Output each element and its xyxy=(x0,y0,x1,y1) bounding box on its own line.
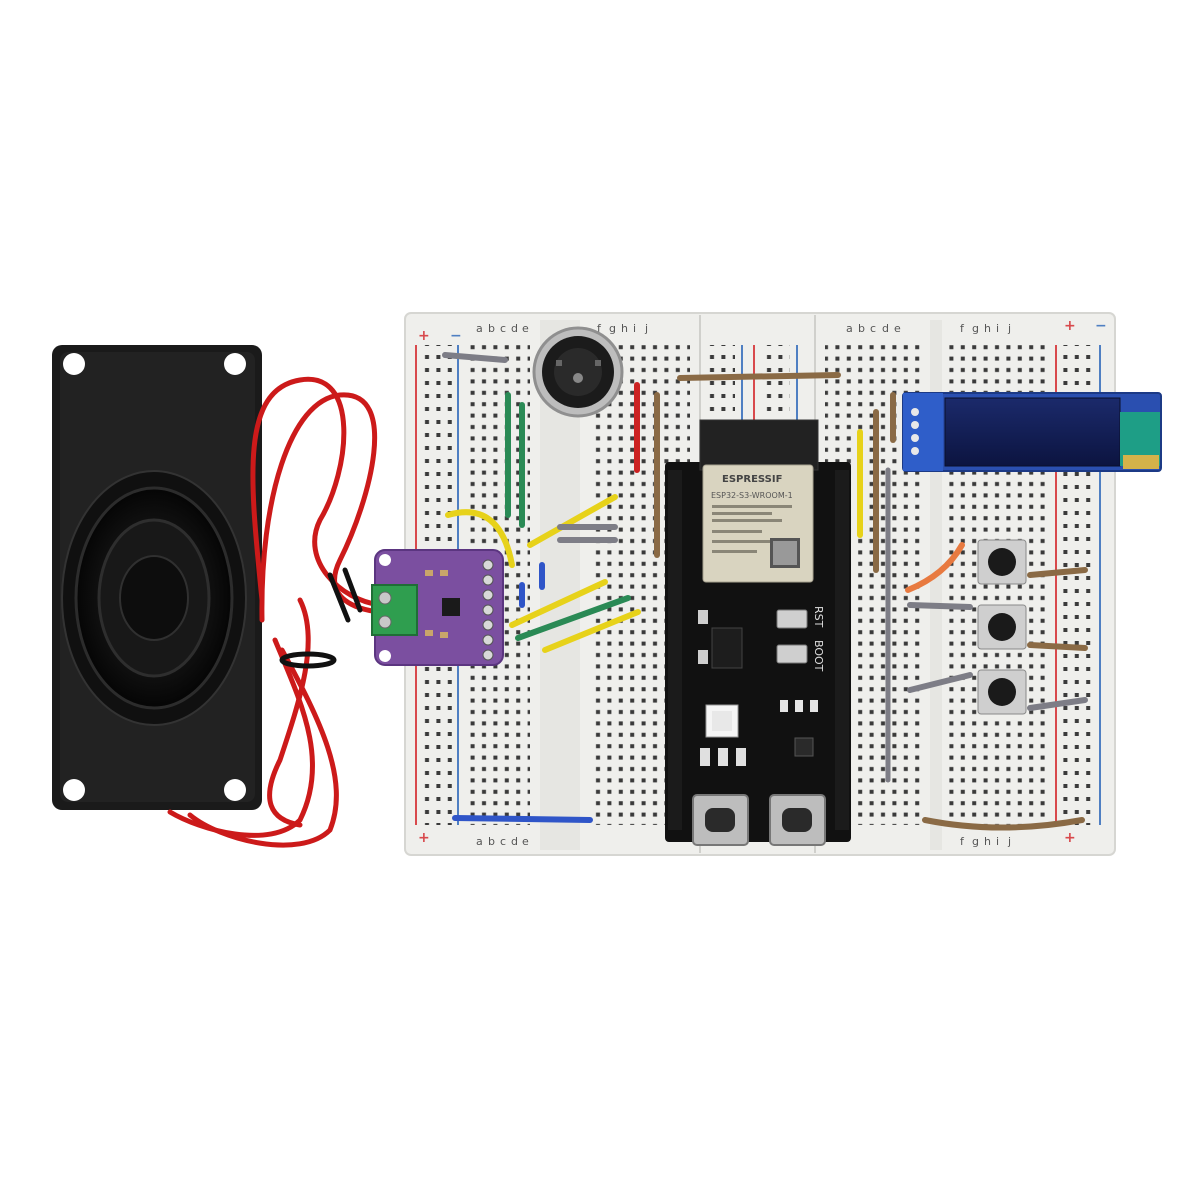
col-label: j xyxy=(1007,835,1011,848)
push-buttons xyxy=(977,539,1027,715)
wire-yellow xyxy=(527,494,618,548)
col-label: d xyxy=(511,322,518,335)
boot-button xyxy=(776,644,808,664)
wire-yellow xyxy=(445,509,515,568)
col-label: b xyxy=(488,322,495,335)
screw-terminal xyxy=(371,584,418,636)
column-labels-top-left: a b c d e f g h i j xyxy=(476,322,648,335)
wire-gray xyxy=(1027,697,1088,711)
col-label: d xyxy=(882,322,889,335)
rail-plus-sign: + xyxy=(418,328,430,344)
column-labels-bottom: a b c d e f g h i j xyxy=(476,835,1011,848)
rst-label: RST xyxy=(812,606,825,628)
rail-signs: + − + − + + xyxy=(418,318,1107,846)
col-label: h xyxy=(984,835,991,848)
microphone xyxy=(532,326,624,418)
pin-header-right xyxy=(835,470,849,830)
wire-brown xyxy=(677,372,841,381)
amp-chip xyxy=(442,598,460,616)
microphone-icon xyxy=(573,373,583,383)
rail-plus-sign: + xyxy=(418,830,430,846)
col-label: d xyxy=(511,835,518,848)
col-label: a xyxy=(846,322,853,335)
jumper-wires xyxy=(442,352,1088,831)
antenna xyxy=(699,419,819,471)
col-label: b xyxy=(488,835,495,848)
col-label: a xyxy=(476,322,483,335)
col-label: h xyxy=(984,322,991,335)
col-label: i xyxy=(996,322,999,335)
mount-hole xyxy=(224,779,246,801)
wire-brown xyxy=(1027,567,1088,578)
push-button-icon xyxy=(977,604,1027,650)
espressif-logo-text: ESPRESSIF xyxy=(722,474,782,485)
col-label: j xyxy=(1007,322,1011,335)
col-label: c xyxy=(500,322,506,335)
col-label: j xyxy=(644,322,648,335)
col-label: g xyxy=(972,835,979,848)
wire-gray xyxy=(907,602,973,610)
col-label: f xyxy=(960,835,965,848)
rail-minus-sign: − xyxy=(450,328,462,344)
module-name: ESP32-S3-WROOM-1 xyxy=(711,491,793,500)
boot-label: BOOT xyxy=(812,640,825,672)
col-label: e xyxy=(522,835,529,848)
col-label: i xyxy=(633,322,636,335)
col-label: e xyxy=(522,322,529,335)
speaker xyxy=(52,345,262,810)
push-button-icon xyxy=(977,669,1027,715)
col-label: i xyxy=(996,835,999,848)
col-label: h xyxy=(621,322,628,335)
wire-yellow xyxy=(509,579,608,628)
wire-gray xyxy=(907,672,973,693)
column-labels-top-right: a b c d e f g h i j xyxy=(846,322,1011,335)
usb-chip xyxy=(794,737,814,757)
col-label: e xyxy=(894,322,901,335)
col-label: b xyxy=(858,322,865,335)
oled-display-icon xyxy=(944,397,1121,467)
wire-yellow xyxy=(542,609,641,653)
push-button-icon xyxy=(977,539,1027,585)
col-label: c xyxy=(500,835,506,848)
col-label: g xyxy=(609,322,616,335)
wire-green xyxy=(515,595,631,641)
rail-minus-sign: − xyxy=(1095,318,1107,334)
rail-plus-sign: + xyxy=(1064,830,1076,846)
rst-button xyxy=(776,609,808,629)
mount-hole xyxy=(224,353,246,375)
col-label: f xyxy=(960,322,965,335)
wire-orange xyxy=(905,542,965,593)
oled-display xyxy=(902,392,1162,472)
wire-brown xyxy=(922,817,1085,831)
cable-tie xyxy=(279,651,337,669)
voltage-regulator xyxy=(711,627,743,669)
speaker-icon xyxy=(119,555,189,641)
rail-plus-sign: + xyxy=(1064,318,1076,334)
col-label: c xyxy=(870,322,876,335)
col-label: a xyxy=(476,835,483,848)
speaker-wires xyxy=(167,376,383,848)
mount-hole xyxy=(63,353,85,375)
col-label: g xyxy=(972,322,979,335)
wire-blue xyxy=(452,815,593,823)
esp32-devkit: ESPRESSIF ESP32-S3-WROOM-1 RST BOOT xyxy=(665,419,851,846)
wire-gray xyxy=(442,352,508,363)
amplifier-module xyxy=(371,549,504,666)
mount-hole xyxy=(63,779,85,801)
wire-brown xyxy=(1027,642,1088,651)
col-label: f xyxy=(597,322,602,335)
pin-header-left xyxy=(668,470,682,830)
